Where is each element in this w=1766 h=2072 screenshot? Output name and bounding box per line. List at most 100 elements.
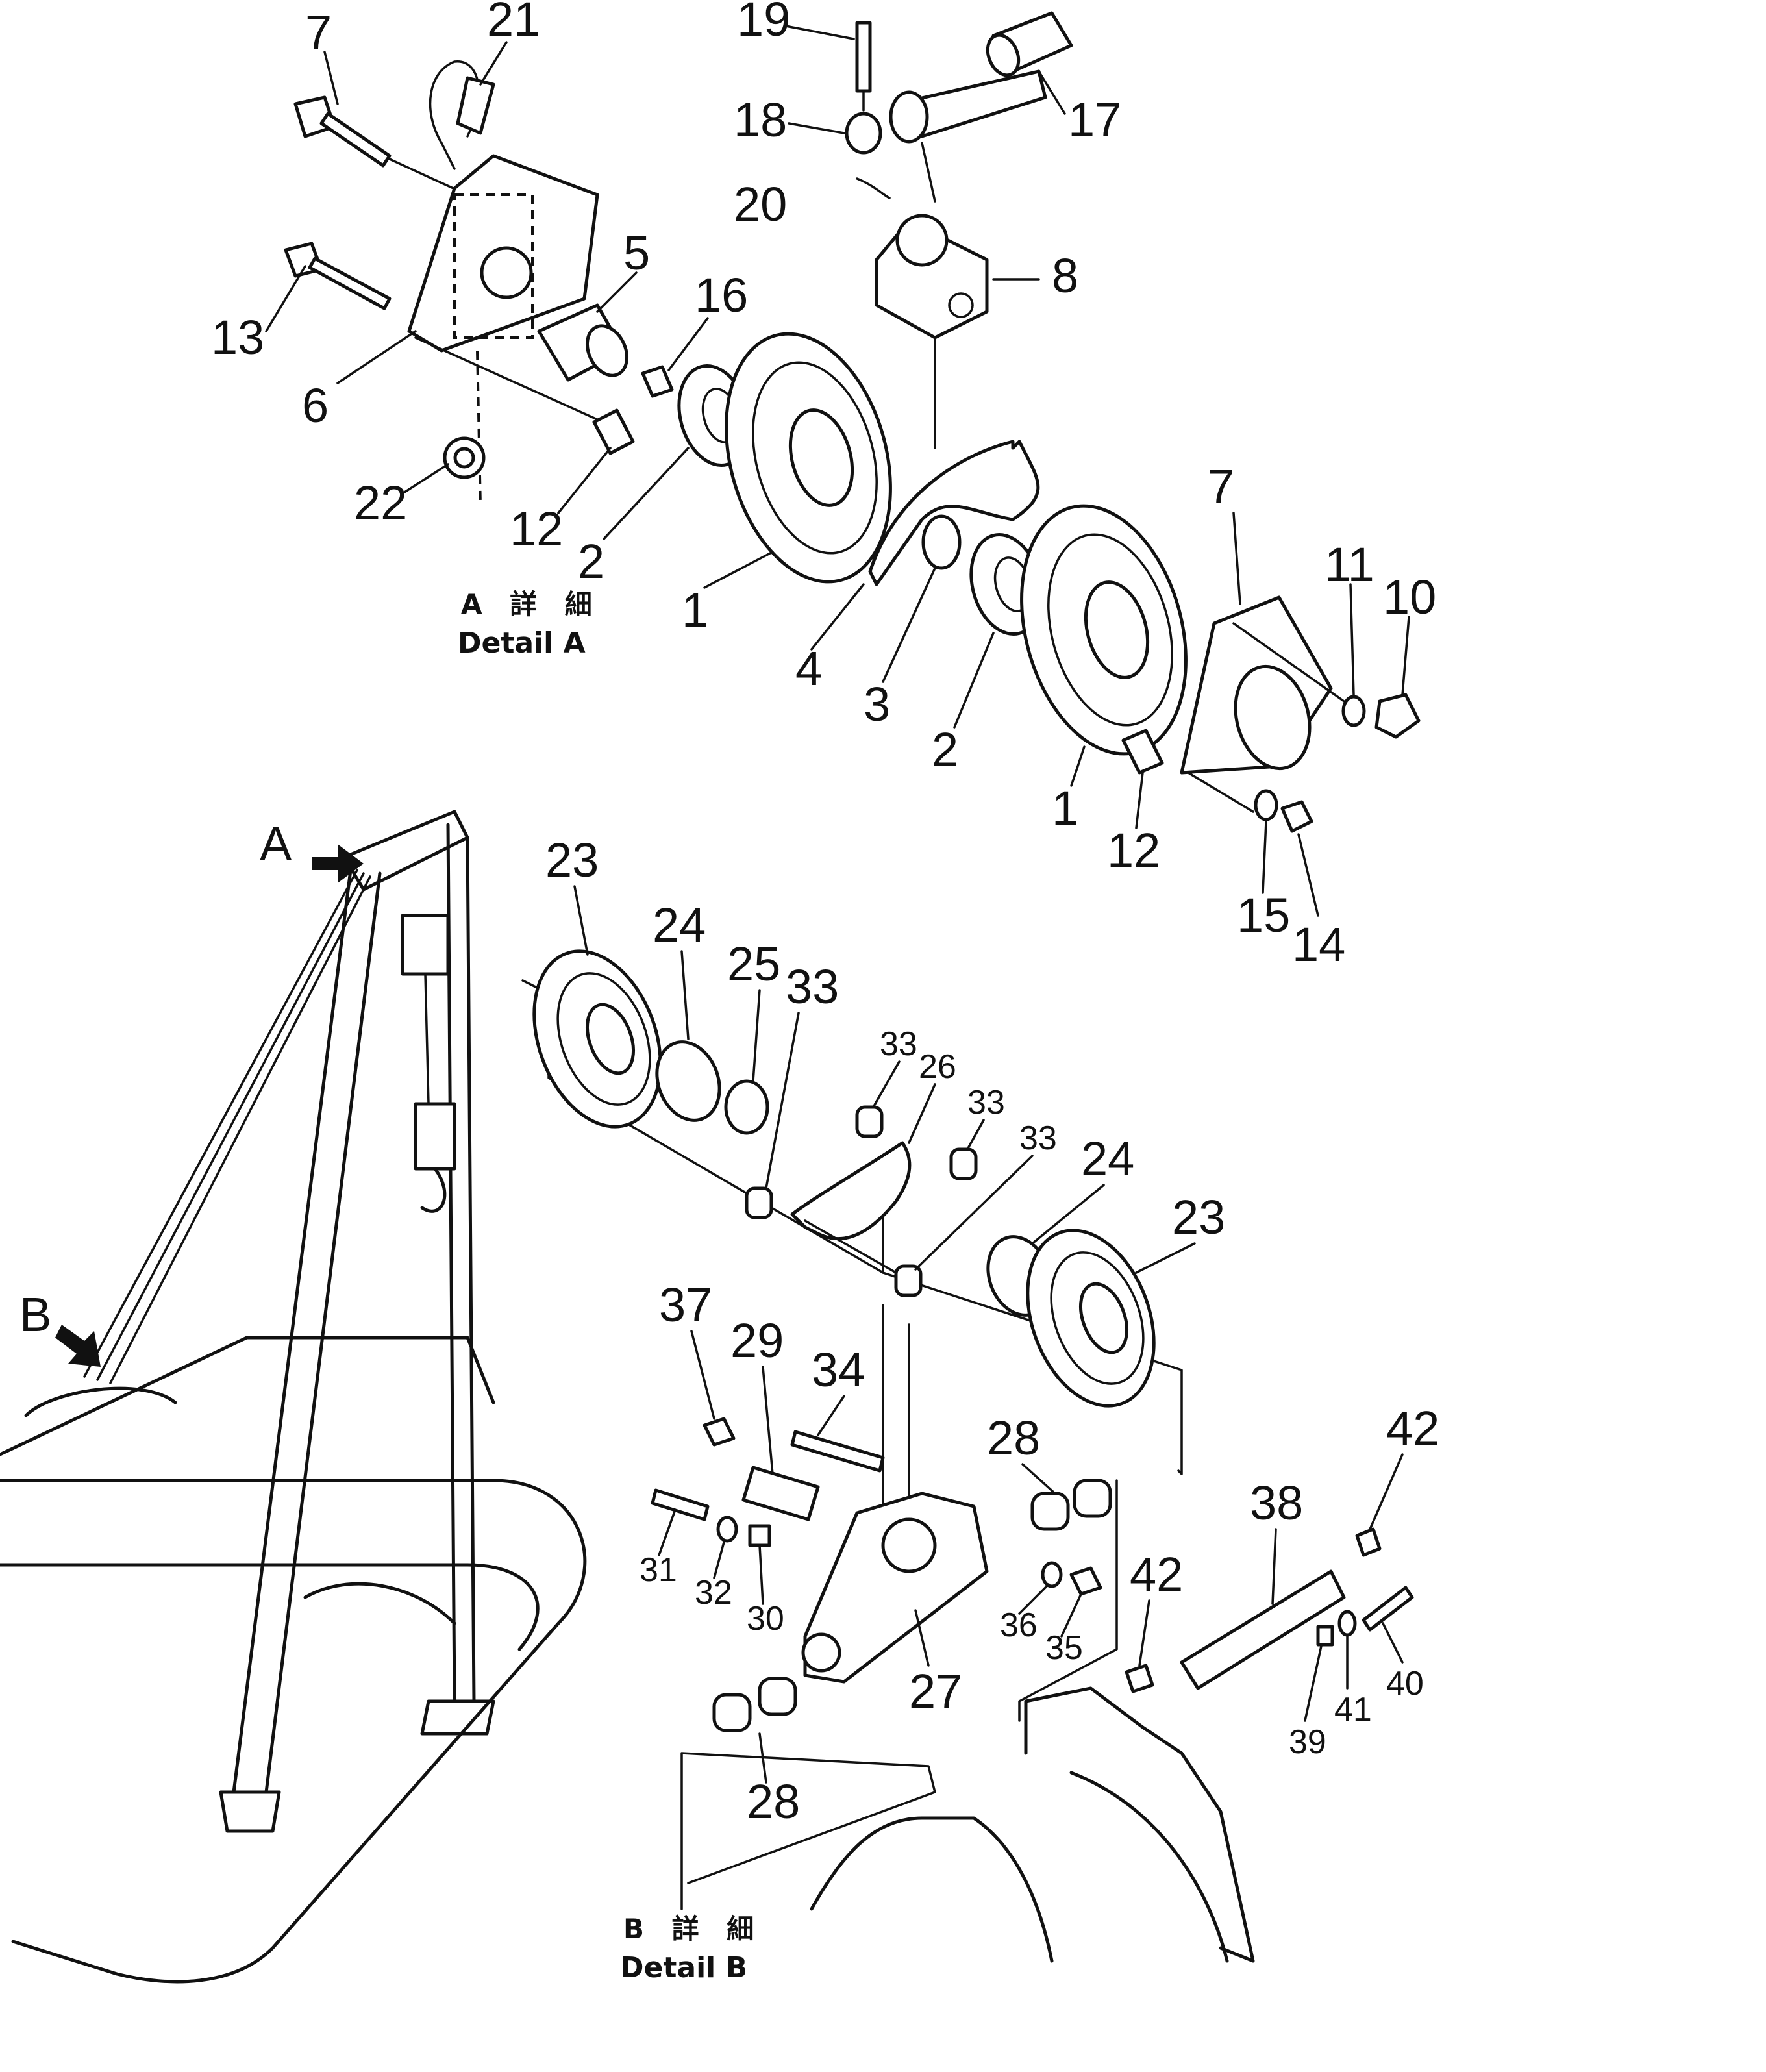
- label-23-b: 23: [1172, 1190, 1225, 1244]
- part-33-collar-1: [855, 1105, 884, 1138]
- label-16: 16: [695, 268, 748, 322]
- hook-block: [414, 1102, 456, 1171]
- leader-32: [713, 1541, 725, 1579]
- label-37: 37: [659, 1278, 712, 1332]
- part-23-sheave-right-bore: [1079, 1282, 1128, 1354]
- part-33-collar-2: [949, 1147, 978, 1180]
- label-21: 21: [487, 0, 540, 46]
- part-6-hidden-edge: [453, 193, 534, 339]
- leader-35: [1060, 1593, 1082, 1638]
- part-24-bearing-left: [655, 1040, 721, 1122]
- part-19-pin: [855, 21, 872, 93]
- part-5-end: [586, 324, 628, 377]
- part-12-right-collar: [1121, 729, 1164, 775]
- leader-27: [914, 1609, 930, 1667]
- leader-33-d: [914, 1155, 1034, 1271]
- label-42-b: 42: [1386, 1401, 1439, 1455]
- part-34-bolt: [790, 1430, 885, 1473]
- leader-28-b: [758, 1732, 767, 1784]
- leader-38: [1271, 1528, 1277, 1605]
- part-25-spacer: [724, 1079, 769, 1135]
- part-20-cotter: [856, 177, 891, 199]
- label-23-a: 23: [545, 833, 599, 887]
- label-11: 11: [1324, 538, 1374, 592]
- label-28-b: 28: [747, 1775, 800, 1829]
- leader-9: [323, 51, 339, 105]
- part-8-hole: [948, 292, 974, 318]
- label-12-b: 12: [1107, 823, 1160, 877]
- leader-42-a: [1138, 1599, 1150, 1667]
- drum: [24, 1386, 177, 1417]
- upper-block: [401, 914, 450, 976]
- frame-foot-right: [420, 1699, 495, 1736]
- frame-brace: [303, 1582, 456, 1625]
- frame-leg-left-inner: [264, 871, 382, 1794]
- detail-b-jp-caption: B 詳 細: [623, 1913, 763, 1945]
- label-15: 15: [1237, 888, 1290, 942]
- leader-26: [908, 1083, 936, 1144]
- label-33-c: 33: [967, 1084, 1005, 1121]
- label-42-a: 42: [1130, 1547, 1183, 1601]
- leader-16: [667, 317, 709, 371]
- part-40-bolt: [1362, 1586, 1414, 1632]
- housing-outline-3: [1069, 1771, 1229, 1963]
- track-inner: [0, 1563, 540, 1651]
- leader-14: [1297, 833, 1319, 917]
- label-34: 34: [812, 1343, 865, 1397]
- detail-b-en-caption: Detail B: [620, 1951, 747, 1984]
- leader-11: [1349, 583, 1355, 696]
- part-10-nut: [1374, 693, 1421, 739]
- leader-19: [784, 25, 855, 40]
- callout-labels: 7 21 19 18 17 20 8 5 16 13 6 22 12 2 1 7…: [19, 0, 1439, 1984]
- part-13-shank: [308, 256, 392, 310]
- link-arm-eye: [889, 90, 929, 144]
- detail-a-assembly: [284, 11, 1421, 833]
- detail-b-assembly: [521, 949, 1414, 1963]
- label-31: 31: [640, 1551, 677, 1589]
- detail-b-box-3: [1018, 1479, 1118, 1722]
- part-12-collar: [592, 408, 635, 455]
- part-17-end: [986, 33, 1021, 77]
- arrow-b-icon: [55, 1325, 101, 1367]
- part-42-nipple-lower: [1125, 1664, 1154, 1693]
- label-2-b: 2: [932, 723, 958, 777]
- part-26-bracket: [790, 1141, 912, 1241]
- label-28-a: 28: [987, 1411, 1040, 1465]
- track-outline: [0, 1479, 587, 1984]
- label-41: 41: [1334, 1691, 1372, 1729]
- frame-foot-left: [219, 1790, 281, 1833]
- label-33-b: 33: [880, 1025, 917, 1063]
- part-42-nipple-upper: [1355, 1527, 1382, 1557]
- part-7-lower-axis: [1187, 771, 1254, 813]
- label-8: 8: [1052, 249, 1078, 303]
- label-1-a: 1: [682, 583, 708, 637]
- part-16-nipple: [641, 365, 674, 398]
- label-7: 7: [1208, 460, 1234, 514]
- part-18-washer: [845, 112, 882, 155]
- label-19: 19: [737, 0, 790, 46]
- leader-2-b: [953, 632, 995, 729]
- cable-1: [83, 869, 358, 1378]
- part-36-washer: [1041, 1561, 1063, 1588]
- label-40: 40: [1386, 1665, 1424, 1703]
- label-13: 13: [211, 310, 264, 364]
- label-39: 39: [1289, 1723, 1326, 1761]
- part-4-plate: [868, 440, 1040, 586]
- part-29-pin: [741, 1466, 820, 1521]
- vertical-axis-a: [476, 350, 482, 507]
- part-27-bore: [881, 1517, 937, 1573]
- label-9: 7: [305, 5, 332, 59]
- leader-40: [1382, 1622, 1404, 1664]
- part-28-bush-upper-2: [1073, 1479, 1112, 1518]
- leader-7: [1232, 512, 1241, 605]
- label-3: 3: [864, 677, 890, 731]
- leader-29: [762, 1366, 774, 1475]
- part-27-bracket: [803, 1492, 989, 1684]
- leader-22: [401, 463, 449, 495]
- marker-b: B: [19, 1288, 51, 1342]
- leader-12-a: [557, 447, 612, 514]
- leader-6: [336, 330, 417, 384]
- axis-line-a: [414, 336, 612, 427]
- frame-leg-left-outer: [232, 868, 353, 1794]
